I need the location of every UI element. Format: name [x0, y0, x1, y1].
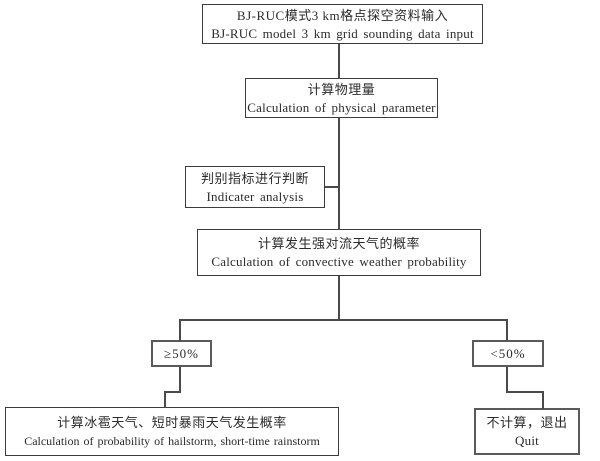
node-physical-parameter-label-zh: 计算物理量	[307, 81, 376, 97]
connector-right-into-quit	[542, 391, 544, 409]
connector-physical-to-convective	[338, 118, 340, 230]
connector-right-jog	[506, 391, 544, 393]
connector-branch-right-drop	[506, 319, 508, 341]
connector-branch-left-drop	[179, 319, 181, 341]
node-quit: 不计算，退出 Quit	[474, 408, 580, 455]
node-sounding-data-input-label-zh: BJ-RUC模式3 km格点探空资料输入	[236, 7, 449, 23]
node-indicator-analysis-label-en: Indicater analysis	[206, 188, 304, 204]
node-convective-probability-label-en: Calculation of convective weather probab…	[211, 254, 467, 269]
branch-lt50-label: <50%	[490, 346, 526, 361]
node-sounding-data-input: BJ-RUC模式3 km格点探空资料输入 BJ-RUC model 3 km g…	[202, 4, 483, 44]
connector-convective-to-branch	[338, 276, 340, 321]
node-hailstorm-rainstorm-probability: 计算冰雹天气、短时暴雨天气发生概率 Calculation of probabi…	[5, 407, 339, 456]
node-quit-label-zh: 不计算，退出	[486, 415, 568, 430]
node-convective-probability: 计算发生强对流天气的概率 Calculation of convective w…	[197, 229, 481, 276]
connector-ge50-down	[179, 367, 181, 393]
connector-branch-horizontal	[179, 319, 508, 321]
node-hailstorm-label-en: Calculation of probability of hailstorm,…	[24, 434, 320, 448]
branch-ge50-label: ≥50%	[164, 346, 199, 361]
node-physical-parameter: 计算物理量 Calculation of physical parameter	[245, 78, 438, 118]
node-physical-parameter-label-en: Calculation of physical parameter	[247, 99, 436, 115]
node-convective-probability-label-zh: 计算发生强对流天气的概率	[257, 236, 420, 251]
node-indicator-analysis: 判别指标进行判断 Indicater analysis	[185, 166, 325, 208]
node-branch-lt50: <50%	[472, 340, 544, 367]
connector-lt50-down	[506, 367, 508, 393]
node-quit-label-en: Quit	[515, 433, 539, 448]
node-indicator-analysis-label-zh: 判别指标进行判断	[200, 170, 309, 186]
connector-input-to-physical	[338, 44, 340, 79]
connector-indicator-to-trunk	[325, 186, 339, 188]
connector-left-jog	[164, 391, 181, 393]
connector-left-into-hailstorm	[164, 391, 166, 408]
node-sounding-data-input-label-en: BJ-RUC model 3 km grid sounding data inp…	[211, 25, 474, 41]
node-branch-ge50: ≥50%	[151, 340, 212, 367]
node-hailstorm-label-zh: 计算冰雹天气、短时暴雨天气发生概率	[57, 415, 287, 430]
